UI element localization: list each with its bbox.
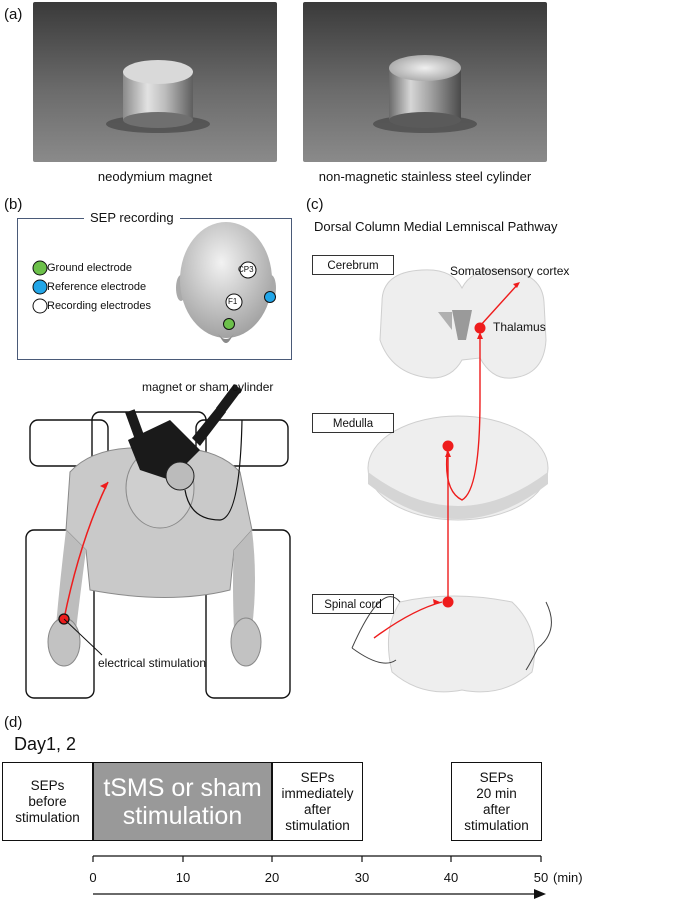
tick-40: 40 xyxy=(443,870,459,885)
pathway-title: Dorsal Column Medial Lemniscal Pathway xyxy=(314,219,558,234)
dcml-pathway-diagram xyxy=(351,269,552,693)
timeline-box-before: SEPs before stimulation xyxy=(2,762,93,841)
day-label: Day1, 2 xyxy=(14,734,77,754)
panel-c-letter: (c) xyxy=(306,196,324,213)
electrode-legend-dots xyxy=(32,260,48,314)
left-photo-caption: neodymium magnet xyxy=(97,169,213,184)
level-medulla: Medulla xyxy=(312,413,394,433)
tick-0: 0 xyxy=(89,870,97,885)
electrical-stimulation-label: electrical stimulation xyxy=(98,656,207,670)
right-photo-caption: non-magnetic stainless steel cylinder xyxy=(318,169,532,184)
level-spinal-cord: Spinal cord xyxy=(312,594,394,614)
timeline-box-20min-after: SEPs 20 min after stimulation xyxy=(451,762,542,841)
neodymium-magnet-photo xyxy=(33,2,277,162)
timeline-axis xyxy=(92,855,546,899)
panel-b-letter: (b) xyxy=(4,196,23,213)
legend-ground: Ground electrode xyxy=(47,262,132,274)
timeline-box-stimulation: tSMS or sham stimulation xyxy=(93,762,272,841)
electrode-cp3-label: CP3 xyxy=(238,265,254,274)
somatosensory-cortex-label: Somatosensory cortex xyxy=(450,264,570,278)
tick-30: 30 xyxy=(354,870,370,885)
tick-50: 50 xyxy=(533,870,549,885)
magnet-or-sham-label: magnet or sham cylinder xyxy=(142,380,274,394)
panel-d-letter: (d) xyxy=(4,714,23,731)
timeline-box-immediately-after: SEPs immediately after stimulation xyxy=(272,762,363,841)
level-cerebrum: Cerebrum xyxy=(312,255,394,275)
tick-10: 10 xyxy=(175,870,191,885)
head-top-view xyxy=(176,222,276,343)
legend-reference: Reference electrode xyxy=(47,281,147,293)
time-unit-label: (min) xyxy=(553,870,583,885)
subject-body-illustration xyxy=(25,384,291,699)
electrode-f1-label: F1 xyxy=(228,297,238,306)
thalamus-label: Thalamus xyxy=(493,320,546,334)
tick-20: 20 xyxy=(264,870,280,885)
sep-recording-title: SEP recording xyxy=(84,210,180,225)
legend-recording: Recording electrodes xyxy=(47,300,151,312)
stainless-cylinder-photo xyxy=(303,2,547,162)
panel-a-letter: (a) xyxy=(4,6,23,23)
